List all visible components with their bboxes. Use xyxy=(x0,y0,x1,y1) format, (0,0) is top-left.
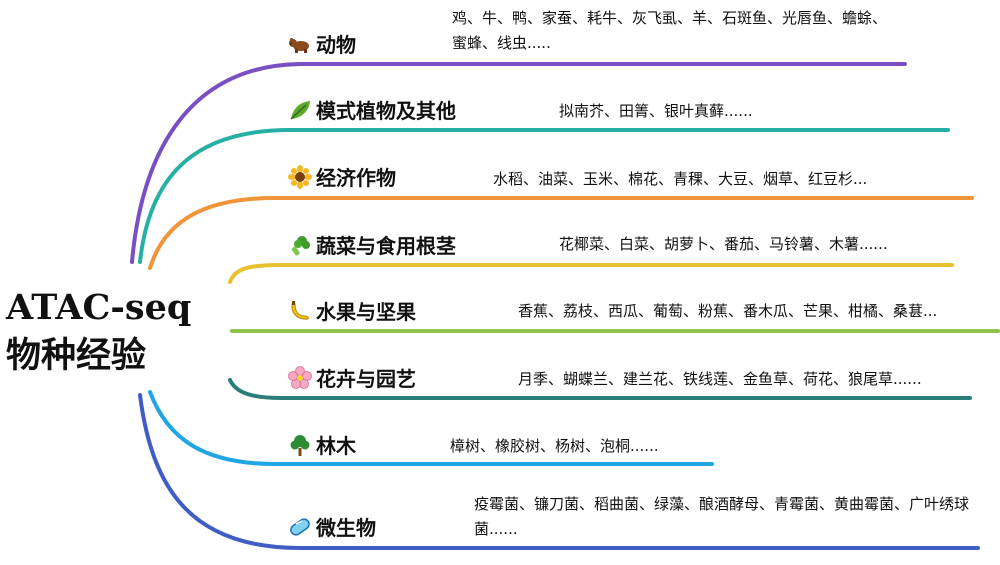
branch-line-forest xyxy=(148,390,714,466)
root-title-line2: 物种经验 xyxy=(6,335,147,376)
branch-crop: 经济作物 xyxy=(288,162,396,191)
branch-examples-forest: 樟树、橡胶树、杨树、泡桐...... xyxy=(450,437,659,455)
root-title: ATAC-seq 物种经验 xyxy=(6,284,191,380)
branch-examples-vegetable: 花椰菜、白菜、胡萝卜、番茄、马铃薯、木薯...... xyxy=(559,235,888,253)
branch-animal: 动物 xyxy=(288,29,356,58)
branch-vegetable: 蔬菜与食用根茎 xyxy=(288,230,456,259)
branch-label: 微生物 xyxy=(316,516,376,540)
branch-label: 经济作物 xyxy=(316,166,396,190)
banana-icon xyxy=(288,299,312,323)
bear-icon xyxy=(288,32,312,56)
branch-line-crop xyxy=(148,196,974,270)
blossom-icon xyxy=(288,365,312,390)
branch-label: 动物 xyxy=(316,33,356,57)
pill-icon xyxy=(288,515,312,539)
branch-flower: 花卉与园艺 xyxy=(288,363,416,392)
branch-microbe: 微生物 xyxy=(288,512,376,541)
branch-line-vegetable xyxy=(228,263,954,284)
root-title-line1: ATAC-seq xyxy=(6,287,192,328)
sunflower-icon xyxy=(288,164,312,189)
broccoli-icon xyxy=(288,233,312,257)
branch-line-microbe xyxy=(138,393,980,550)
branch-label: 林木 xyxy=(316,434,356,458)
branch-line-model-plant xyxy=(138,128,950,264)
branch-fruit: 水果与坚果 xyxy=(288,296,416,325)
branch-examples-microbe: 疫霉菌、镰刀菌、稻曲菌、绿藻、酿酒酵母、青霉菌、黄曲霉菌、广叶绣球菌...... xyxy=(474,495,970,538)
branch-forest: 林木 xyxy=(288,430,356,459)
branch-examples-fruit: 香蕉、荔枝、西瓜、葡萄、粉蕉、番木瓜、芒果、柑橘、桑葚... xyxy=(518,302,938,320)
branch-examples-model-plant: 拟南芥、田箐、银叶真藓...... xyxy=(559,102,753,120)
branch-label: 模式植物及其他 xyxy=(316,99,456,123)
branch-line-flower xyxy=(228,378,972,400)
leaf-icon xyxy=(288,98,312,122)
branch-line-animal xyxy=(130,62,907,264)
branch-examples-flower: 月季、蝴蝶兰、建兰花、铁线莲、金鱼草、荷花、狼尾草...... xyxy=(518,370,922,388)
branch-label: 蔬菜与食用根茎 xyxy=(316,234,456,258)
branch-examples-animal: 鸡、牛、鸭、家蚕、耗牛、灰飞虱、羊、石斑鱼、光唇鱼、蟾蜍、蜜蜂、线虫..... xyxy=(452,9,888,52)
branch-label: 花卉与园艺 xyxy=(316,367,416,391)
branch-model-plant: 模式植物及其他 xyxy=(288,95,456,124)
branch-label: 水果与坚果 xyxy=(316,300,416,324)
tree-icon xyxy=(288,433,312,457)
branch-examples-crop: 水稻、油菜、玉米、棉花、青稞、大豆、烟草、红豆杉... xyxy=(493,170,868,188)
